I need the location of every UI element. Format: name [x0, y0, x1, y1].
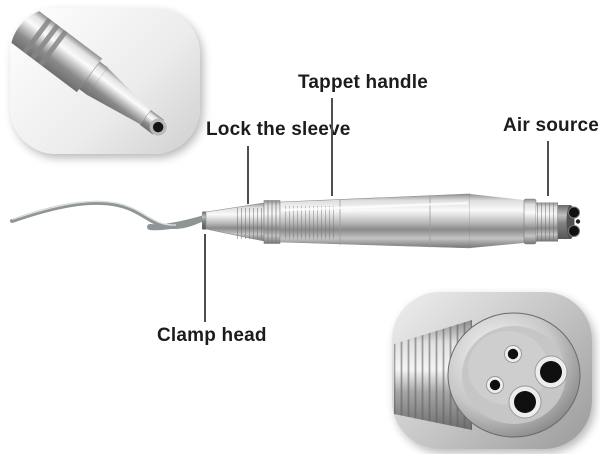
label-tappet-handle: Tappet handle — [298, 72, 428, 93]
tip-detail-inset — [10, 8, 200, 154]
leader-line-tappet-handle — [331, 98, 333, 196]
handpiece-nose-cone — [202, 202, 265, 242]
connector-detail-inset — [392, 292, 592, 449]
leader-line-lock-sleeve — [247, 146, 249, 204]
handpiece-body — [279, 193, 471, 249]
label-air-source: Air source — [503, 115, 599, 136]
leader-line-clamp-head — [204, 234, 206, 322]
label-clamp-head: Clamp head — [157, 325, 267, 346]
connector-closeup — [394, 312, 581, 438]
label-lock-the-sleeve: Lock the sleeve — [206, 119, 351, 140]
lock-sleeve-collar — [263, 200, 281, 244]
leader-line-air-source — [547, 141, 549, 196]
clamp-head-probe — [10, 200, 211, 231]
tip-closeup-illustration — [10, 8, 167, 136]
connector-closeup-illustration — [394, 312, 581, 438]
nozzle-closeup — [10, 8, 167, 136]
air-source-connector — [470, 194, 581, 248]
